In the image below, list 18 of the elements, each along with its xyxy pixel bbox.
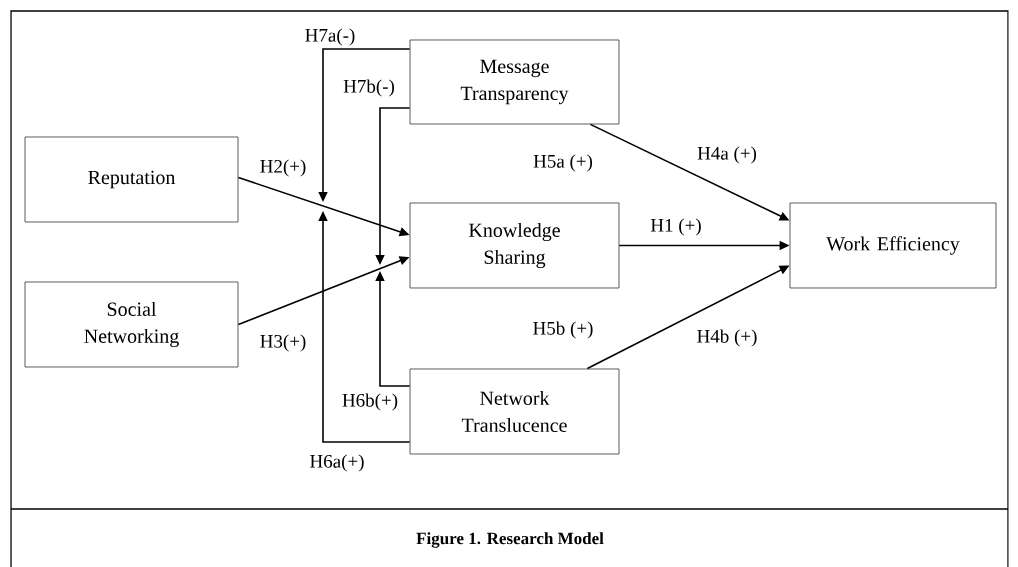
variable-box: Knowledge Sharing	[409, 202, 620, 289]
hypothesis-label: H6b(+)	[340, 392, 400, 412]
variable-box: Message Transparency	[409, 39, 620, 125]
hypothesis-label: H1 (+)	[649, 217, 703, 237]
hypothesis-label: H7a(-)	[303, 27, 357, 47]
figure-caption: Figure 1. Research Model	[416, 532, 604, 548]
hypothesis-label: H4b (+)	[695, 328, 759, 348]
hypothesis-label: H5a (+)	[533, 154, 593, 172]
hypothesis-label: H6a(+)	[308, 453, 366, 473]
variable-box: Network Translucence	[409, 368, 620, 455]
hypothesis-label: H4a (+)	[696, 145, 758, 165]
hypothesis-label: H7b(-)	[342, 78, 396, 98]
variable-box: Social Networking	[24, 281, 239, 368]
variable-box: Reputation	[24, 136, 239, 223]
variable-box: Work Efficiency	[789, 202, 997, 289]
hypothesis-label: H5b (+)	[533, 321, 593, 339]
hypothesis-label: H2(+)	[258, 158, 308, 178]
hypothesis-label: H3(+)	[258, 333, 308, 353]
